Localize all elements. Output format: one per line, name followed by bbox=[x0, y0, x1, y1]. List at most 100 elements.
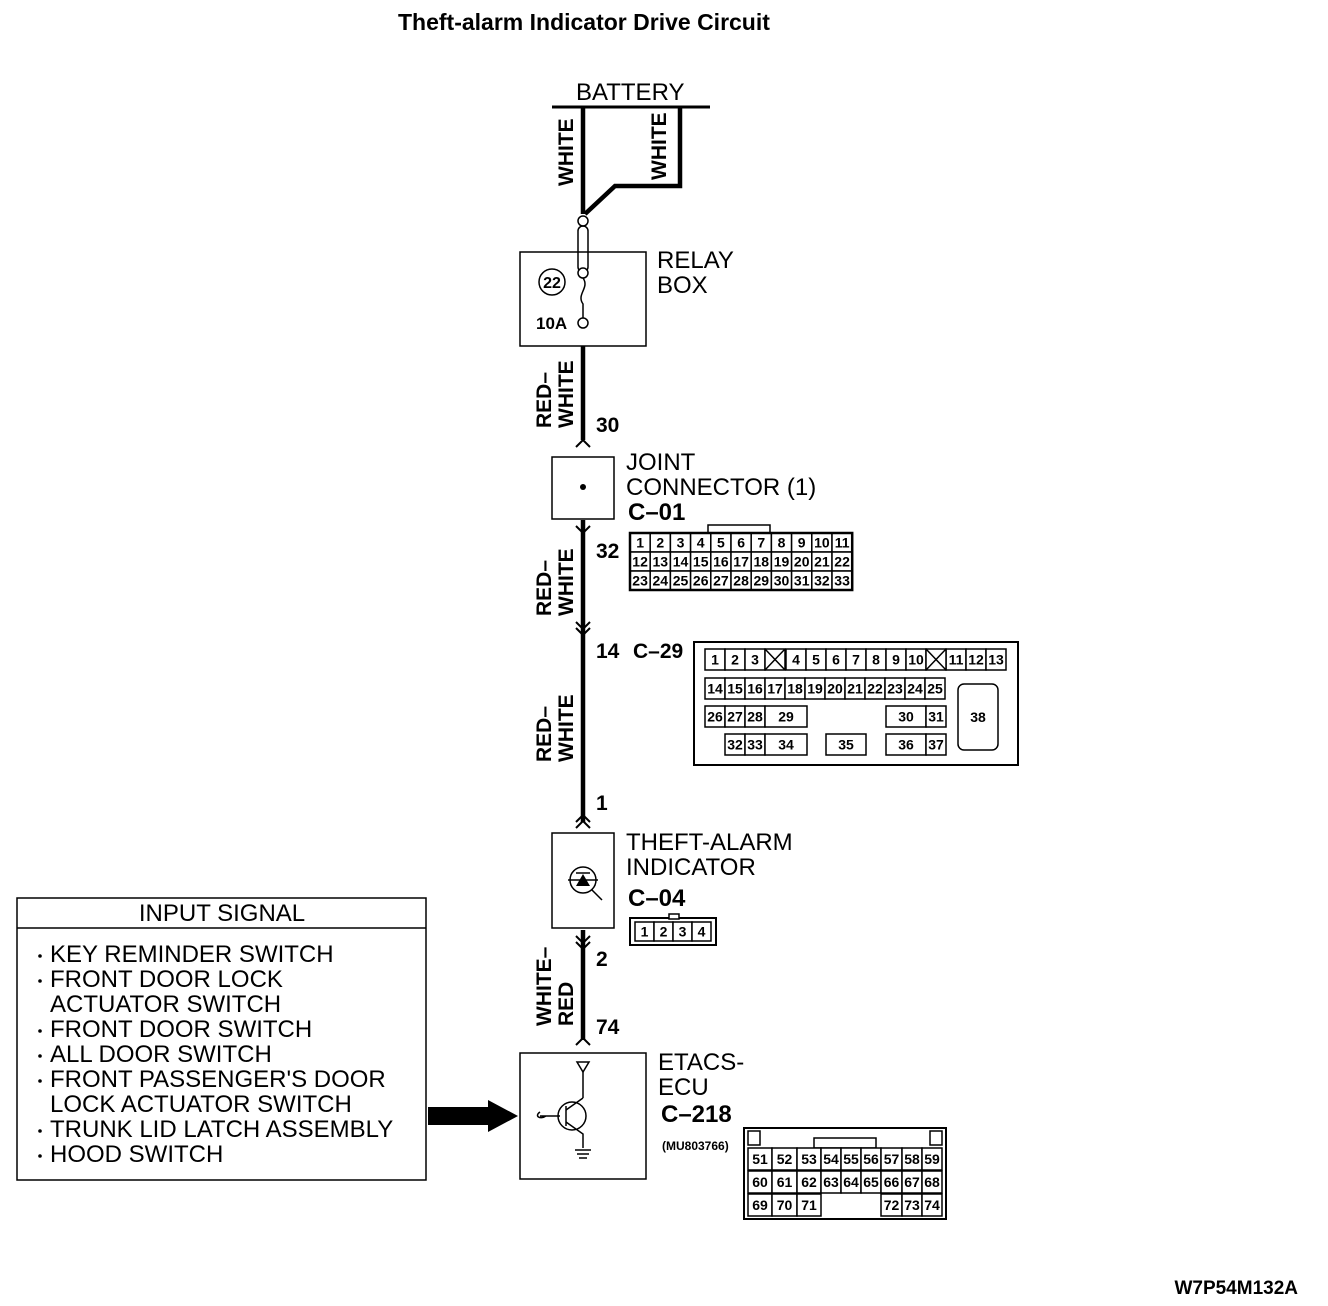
c218-pin: 66 bbox=[884, 1174, 900, 1190]
wire-label-c29-indicator: RED–WHITE bbox=[533, 694, 578, 762]
c01-pin: 21 bbox=[814, 554, 830, 570]
c29-pin: 27 bbox=[727, 709, 743, 725]
input-signal-item: HOOD SWITCH bbox=[50, 1141, 223, 1168]
c01-pin: 24 bbox=[653, 573, 669, 589]
diagram-code: W7P54M132A bbox=[1174, 1278, 1298, 1299]
fuse-number-circle bbox=[538, 268, 566, 296]
c01-pin: 20 bbox=[794, 554, 810, 570]
ecu-label: ETACS-ECU bbox=[658, 1049, 744, 1101]
c01-pin: 28 bbox=[733, 573, 749, 589]
c29-code: C–29 bbox=[633, 640, 683, 663]
c04-pin: 1 bbox=[641, 924, 649, 940]
c01-pin: 26 bbox=[693, 573, 709, 589]
c01-pin: 4 bbox=[697, 535, 705, 551]
wire-label-joint-c29: RED–WHITE bbox=[533, 548, 578, 616]
transistor-input bbox=[536, 1111, 560, 1119]
c218-pin: 61 bbox=[777, 1174, 793, 1190]
c218-pin: 57 bbox=[884, 1151, 900, 1167]
c01-pin: 10 bbox=[814, 535, 830, 551]
c01-pin: 19 bbox=[774, 554, 790, 570]
pin-label-32: 32 bbox=[596, 540, 619, 563]
c218-pin: 62 bbox=[801, 1174, 817, 1190]
c01-pin: 3 bbox=[677, 535, 685, 551]
c01-pin: 12 bbox=[632, 554, 648, 570]
c01-pin: 1 bbox=[636, 535, 644, 551]
c01-pin: 25 bbox=[673, 573, 689, 589]
c29-pin: 24 bbox=[907, 681, 923, 697]
fuse-number: 22 bbox=[543, 275, 561, 292]
c01-pin: 22 bbox=[834, 554, 850, 570]
c01-pin: 17 bbox=[733, 554, 749, 570]
c01-pin: 8 bbox=[778, 535, 786, 551]
c29-pin: 34 bbox=[778, 737, 794, 753]
c01-pin: 32 bbox=[814, 573, 830, 589]
list-bullet bbox=[38, 1054, 42, 1058]
c29-pin: 29 bbox=[778, 709, 794, 725]
c29-pin: 23 bbox=[887, 681, 903, 697]
c04-cell bbox=[691, 921, 712, 942]
c01-outline bbox=[628, 531, 854, 592]
joint-dot bbox=[580, 484, 586, 490]
c29-pin: 35 bbox=[838, 737, 854, 753]
c01-pin: 23 bbox=[632, 573, 648, 589]
c218-pin: 53 bbox=[801, 1151, 817, 1167]
c29-pin: 9 bbox=[892, 652, 900, 668]
wire-label-battery-left: WHITE bbox=[555, 118, 578, 186]
c29-cell bbox=[825, 733, 867, 756]
c29-cell bbox=[925, 733, 947, 756]
c29-pin: 30 bbox=[898, 709, 914, 725]
c29-pin: 37 bbox=[928, 737, 944, 753]
input-signal-item: KEY REMINDER SWITCH bbox=[50, 941, 334, 968]
c29-pin: 11 bbox=[949, 652, 964, 668]
c29-pin: 21 bbox=[847, 681, 863, 697]
list-bullet bbox=[38, 1154, 42, 1158]
c218-pin: 70 bbox=[777, 1197, 793, 1213]
pin-label-14: 14 bbox=[596, 640, 620, 663]
c218-pin: 67 bbox=[904, 1174, 920, 1190]
c218-pin: 56 bbox=[863, 1151, 879, 1167]
c218-lock-left bbox=[747, 1130, 761, 1146]
c29-pin: 6 bbox=[832, 652, 840, 668]
input-signal-item: TRUNK LID LATCH ASSEMBLY bbox=[50, 1116, 393, 1143]
c29-pin: 17 bbox=[767, 681, 783, 697]
c218-cell bbox=[921, 1193, 943, 1217]
transistor-leads bbox=[565, 1097, 584, 1148]
c218-pin: 63 bbox=[823, 1174, 839, 1190]
c29-cell bbox=[924, 677, 946, 700]
joint-connector-code: C–01 bbox=[628, 499, 685, 526]
c218-pin: 54 bbox=[823, 1151, 839, 1167]
c218-pin: 73 bbox=[904, 1197, 920, 1213]
pin-label-2: 2 bbox=[596, 948, 608, 971]
ecu-input-terminal bbox=[575, 1061, 591, 1074]
c29-pin: 1 bbox=[711, 652, 719, 668]
c01-pin: 31 bbox=[794, 573, 810, 589]
input-signal-header: INPUT SIGNAL bbox=[139, 900, 305, 927]
c01-pin: 16 bbox=[713, 554, 729, 570]
c01-pin: 33 bbox=[834, 573, 850, 589]
c01-pin: 15 bbox=[693, 554, 709, 570]
c218-pin: 74 bbox=[924, 1197, 940, 1213]
pin-label-74: 74 bbox=[596, 1016, 620, 1039]
ecu-code: C–218 bbox=[661, 1101, 732, 1128]
c29-cell bbox=[925, 705, 947, 728]
c29-pin: 15 bbox=[727, 681, 743, 697]
c01-pin: 6 bbox=[737, 535, 745, 551]
c29-blank-mark bbox=[925, 648, 947, 671]
pin-label-30: 30 bbox=[596, 414, 619, 437]
ecu-part-number: (MU803766) bbox=[662, 1139, 729, 1153]
c218-pin: 52 bbox=[777, 1151, 793, 1167]
c29-pin: 4 bbox=[792, 652, 800, 668]
c04-key bbox=[668, 913, 680, 920]
c29-pin: 26 bbox=[707, 709, 723, 725]
c29-blank-mark bbox=[764, 648, 786, 671]
connector-chevrons bbox=[575, 438, 591, 1046]
light-emission-icon bbox=[591, 889, 603, 901]
c01-pin: 18 bbox=[754, 554, 770, 570]
c01-pin: 14 bbox=[673, 554, 689, 570]
